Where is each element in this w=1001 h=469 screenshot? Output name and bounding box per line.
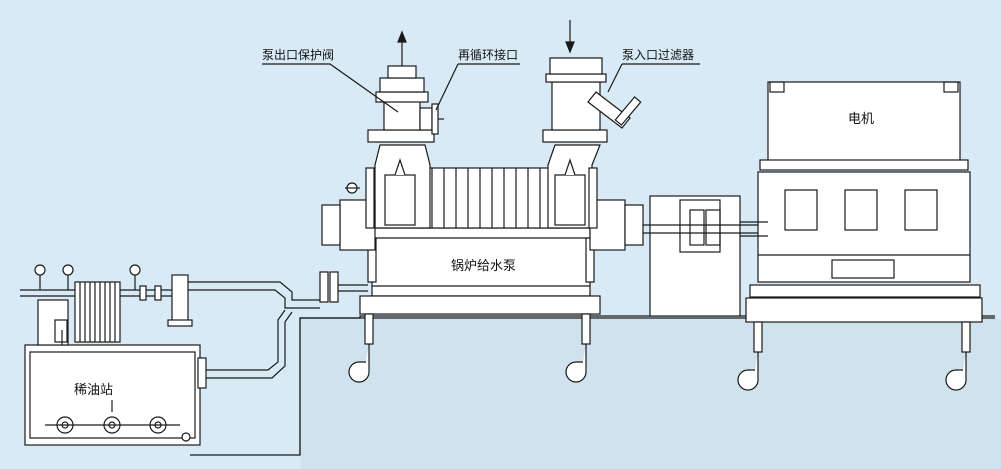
foundation — [190, 315, 1001, 469]
label-pump-inlet-filter: 泵入口过滤器 — [622, 48, 695, 62]
leader-lines — [262, 63, 700, 113]
label-recirculation-port: 再循环接口 — [458, 48, 519, 62]
label-boiler-feed-pump: 锅炉给水泵 — [451, 259, 517, 274]
motor — [737, 81, 983, 391]
oil-pipes — [188, 271, 368, 389]
boiler-feed-pump — [321, 129, 644, 383]
coupling-guard — [643, 195, 760, 317]
lube-oil-station — [20, 264, 201, 446]
pump-outlet-protection-valve — [375, 30, 444, 135]
label-motor: 电机 — [848, 112, 875, 127]
pump-inlet-filter — [545, 20, 642, 131]
label-lube-oil-station: 稀油站 — [74, 383, 114, 398]
label-pump-outlet-protection-valve: 泵出口保护阀 — [262, 48, 335, 62]
